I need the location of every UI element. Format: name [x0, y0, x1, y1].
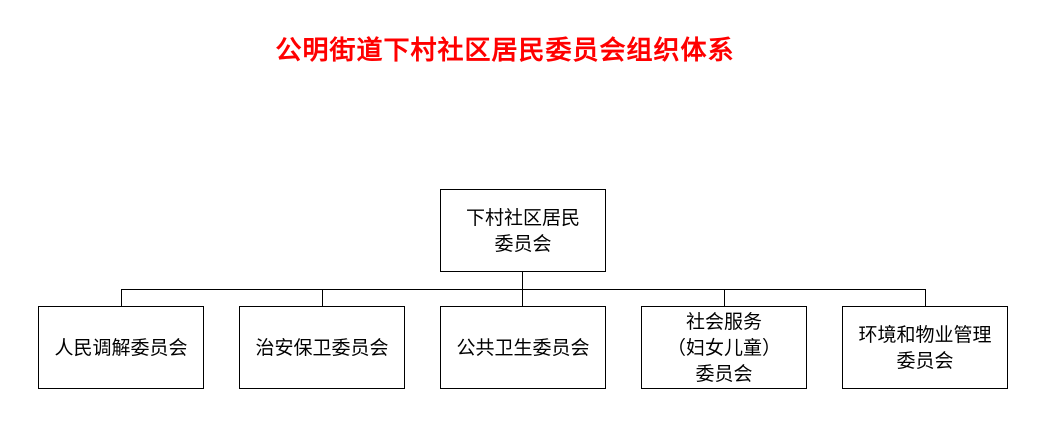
child-node-security: 治安保卫委员会 — [239, 306, 405, 389]
connector-horizontal — [121, 289, 926, 290]
connector-child-5 — [925, 289, 926, 306]
connector-child-3 — [522, 289, 523, 306]
child-node-mediation: 人民调解委员会 — [38, 306, 204, 389]
child-node-public-health: 公共卫生委员会 — [440, 306, 606, 389]
child-node-environment: 环境和物业管理 委员会 — [842, 306, 1008, 389]
connector-child-4 — [724, 289, 725, 306]
root-node: 下村社区居民 委员会 — [440, 189, 606, 272]
chart-title: 公明街道下村社区居民委员会组织体系 — [275, 36, 735, 66]
connector-child-2 — [322, 289, 323, 306]
connector-root — [522, 272, 523, 290]
child-node-social-service: 社会服务 （妇女儿童） 委员会 — [641, 306, 807, 389]
connector-child-1 — [121, 289, 122, 306]
